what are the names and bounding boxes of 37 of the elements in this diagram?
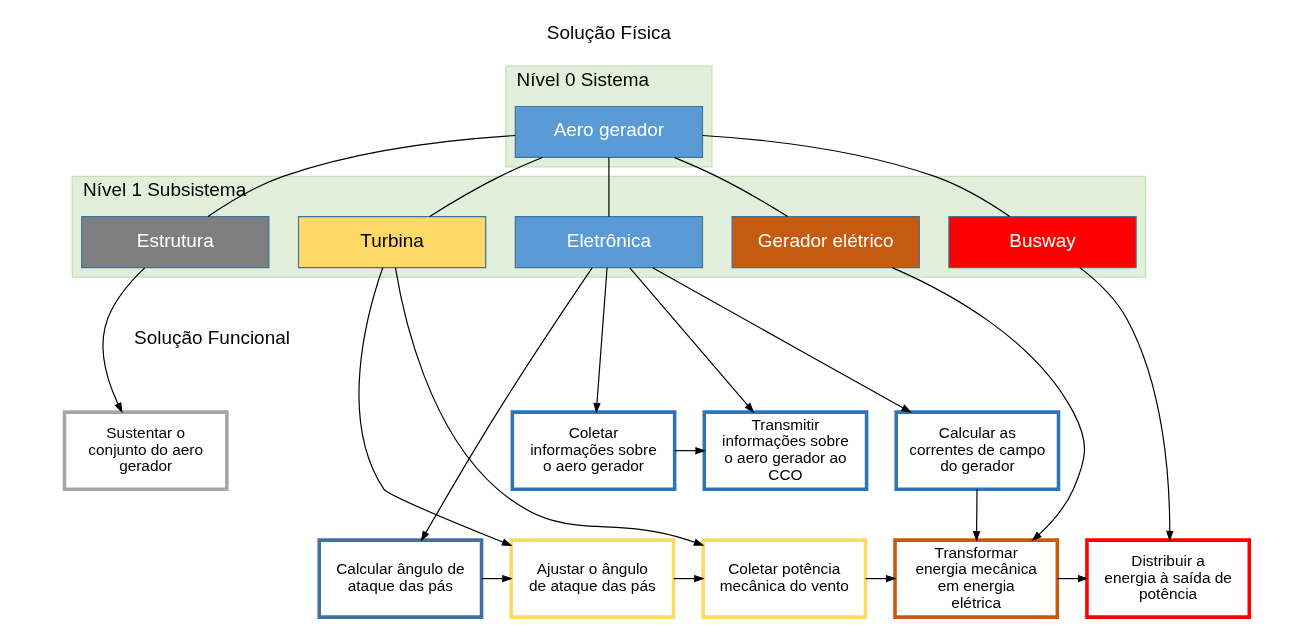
- arrow: [101, 267, 145, 414]
- arrow: [972, 488, 980, 542]
- node-box: Distribuir a energia à saída de potência: [1084, 538, 1251, 619]
- arrow: [357, 267, 513, 547]
- node-box: Ajustar o ângulo de ataque das pás: [508, 538, 675, 619]
- node-box: Aero gerador: [514, 105, 703, 158]
- connector: [206, 134, 516, 218]
- arrow: [592, 267, 608, 414]
- arrow: [394, 267, 704, 546]
- arrow: [651, 267, 912, 413]
- connector: [673, 157, 788, 218]
- connector: [428, 156, 543, 217]
- arrow: [420, 267, 593, 542]
- connector: [607, 157, 609, 218]
- connector: [701, 134, 1010, 218]
- label: Solução Funcional: [133, 327, 290, 349]
- arrow: [628, 267, 754, 414]
- arrow: [1078, 267, 1173, 542]
- label: Solução Física: [546, 21, 671, 43]
- node-box: Calcular ângulo de ataque das pás: [316, 538, 483, 619]
- node-box: Coletar potência mecânica do vento: [700, 538, 867, 619]
- arrow: [1056, 574, 1089, 583]
- node-box: Calcular as correntes de campo do gerador: [893, 410, 1060, 491]
- arrow: [864, 574, 897, 583]
- node-box: Transformar energia mecânica em energia elétrica: [892, 538, 1059, 619]
- node-box: Sustentar o conjunto do aero gerador: [62, 410, 229, 491]
- node-box: Coletar informações sobre o aero gerador: [510, 410, 676, 491]
- node-box: Gerador elétrico: [731, 216, 920, 269]
- node-box: Transmitir informações sobre o aero gerador ao CCO: [702, 410, 868, 491]
- node-box: Busway: [947, 216, 1137, 269]
- arrow: [480, 574, 513, 583]
- arrow: [891, 267, 1085, 542]
- arrow: [672, 574, 705, 583]
- node-box: Eletrônica: [514, 216, 703, 269]
- node-box: Turbina: [297, 216, 486, 269]
- node-box: Estrutura: [80, 216, 269, 269]
- arrow: [673, 446, 706, 455]
